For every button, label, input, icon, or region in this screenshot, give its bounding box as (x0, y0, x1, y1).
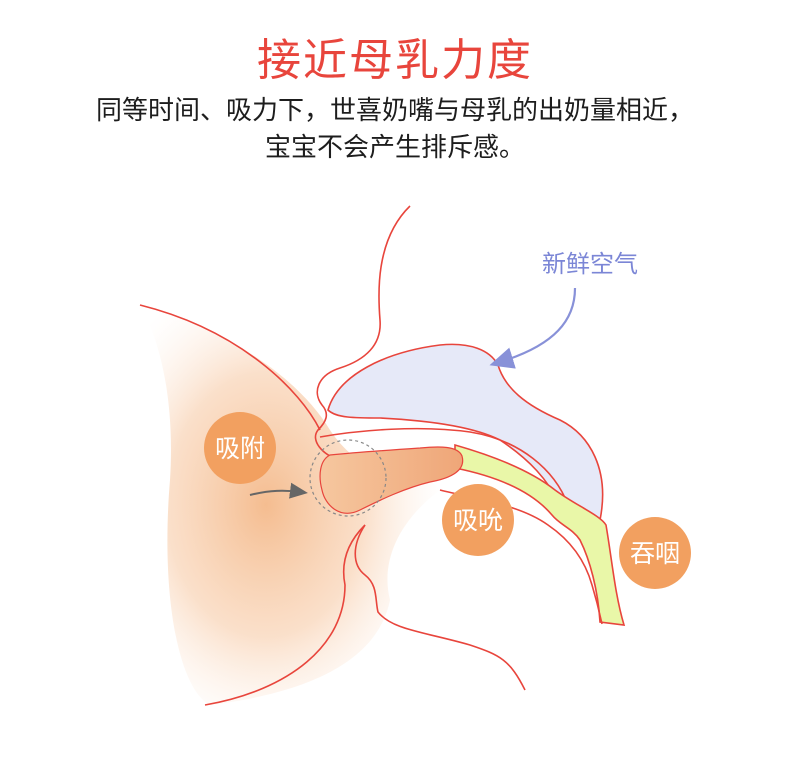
subtitle-line-2: 宝宝不会产生排斥感。 (264, 133, 525, 163)
label-suck: 吸吮 (442, 484, 514, 556)
baby-face-lower (354, 524, 526, 691)
air-cavity (327, 343, 604, 522)
page-title: 接近母乳力度 (257, 35, 533, 86)
label-attach-text: 吸附 (215, 434, 265, 463)
label-swallow-text: 吞咽 (630, 539, 680, 568)
breast-shading (140, 305, 440, 705)
label-swallow: 吞咽 (619, 517, 691, 589)
subtitle-line-1: 同等时间、吸力下，世喜奶嘴与母乳的出奶量相近， (95, 96, 694, 126)
baby-face-upper (314, 205, 411, 461)
label-attach: 吸附 (204, 412, 276, 484)
palate-line (319, 427, 569, 506)
fresh-air-arrow (489, 287, 577, 369)
nipple (319, 446, 464, 514)
throat-channel (454, 443, 626, 626)
label-fresh-air: 新鲜空气 (542, 250, 638, 278)
breast-lower-outline (204, 524, 366, 706)
label-suck-text: 吸吮 (453, 506, 503, 535)
latch-highlight-circle (309, 439, 387, 517)
attach-arrow (249, 482, 308, 499)
breast-outline (139, 304, 321, 431)
